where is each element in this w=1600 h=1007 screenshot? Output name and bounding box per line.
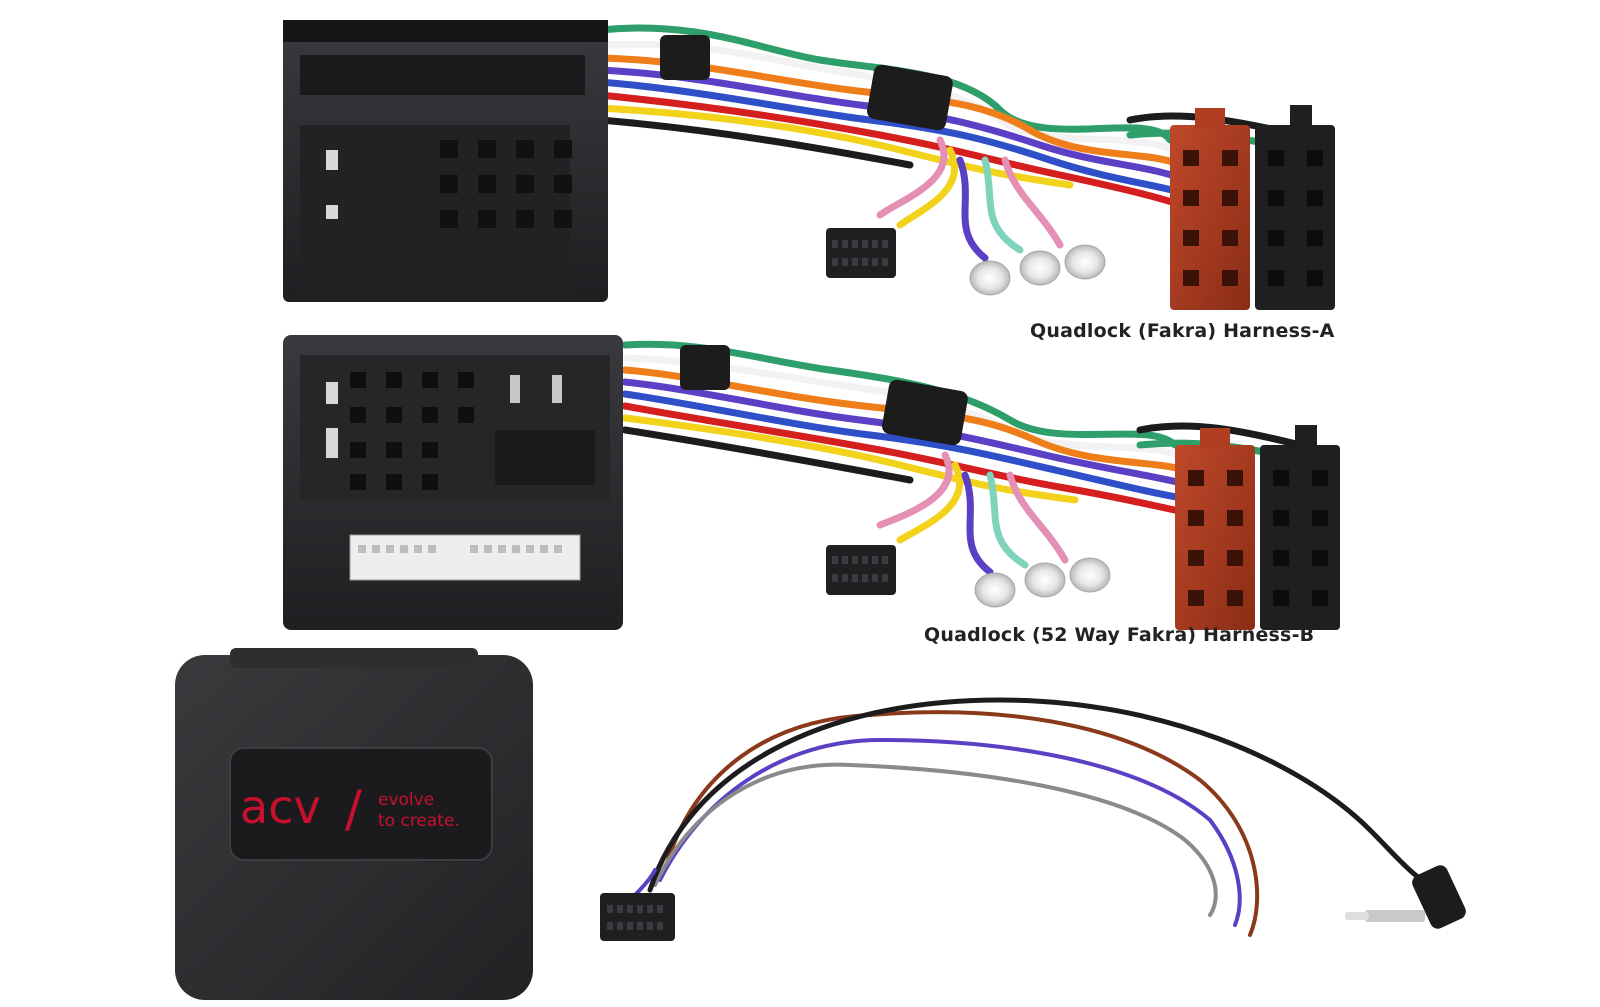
harness-a <box>283 20 1335 310</box>
harness-a-tape <box>867 64 953 131</box>
ring-terminals-b <box>974 557 1111 608</box>
harness-b-tape <box>882 379 968 446</box>
jack-plug-3-5mm <box>1345 865 1466 929</box>
sixteen-pin-plug-b <box>826 545 896 595</box>
interface-module: acv / evolve to create. <box>175 648 533 1000</box>
ring-terminals-a <box>969 244 1106 296</box>
lead-wire-brown <box>663 710 1260 937</box>
lead-wire-grey <box>653 762 1218 917</box>
logo-brand: acv <box>240 780 321 834</box>
patch-lead-plug <box>600 893 675 941</box>
logo-slash: / <box>345 780 362 838</box>
lead-wire-purple <box>658 737 1242 927</box>
sixteen-pin-plug-a <box>826 228 896 278</box>
harness-a-caption: Quadlock (Fakra) Harness-A <box>1030 320 1335 342</box>
iso-connector-black-b <box>1260 425 1340 630</box>
acv-logo: acv / evolve to create. <box>240 780 460 838</box>
iso-connector-red-a <box>1170 108 1250 310</box>
harness-b-tape <box>680 345 730 390</box>
iso-connector-red-b <box>1175 428 1255 630</box>
logo-tagline-line2: to create. <box>378 811 460 831</box>
patch-lead <box>600 697 1466 941</box>
harness-b-caption: Quadlock (52 Way Fakra) Harness-B <box>924 624 1315 646</box>
module-label-panel <box>229 747 493 861</box>
quadlock-connector-a <box>283 20 608 302</box>
iso-connector-black-a <box>1255 105 1335 310</box>
lead-wire-black <box>647 697 1443 893</box>
harness-b <box>283 335 1340 630</box>
harness-a-tape <box>660 35 710 80</box>
quadlock-connector-b <box>283 335 623 630</box>
logo-tagline-line1: evolve <box>378 790 434 810</box>
